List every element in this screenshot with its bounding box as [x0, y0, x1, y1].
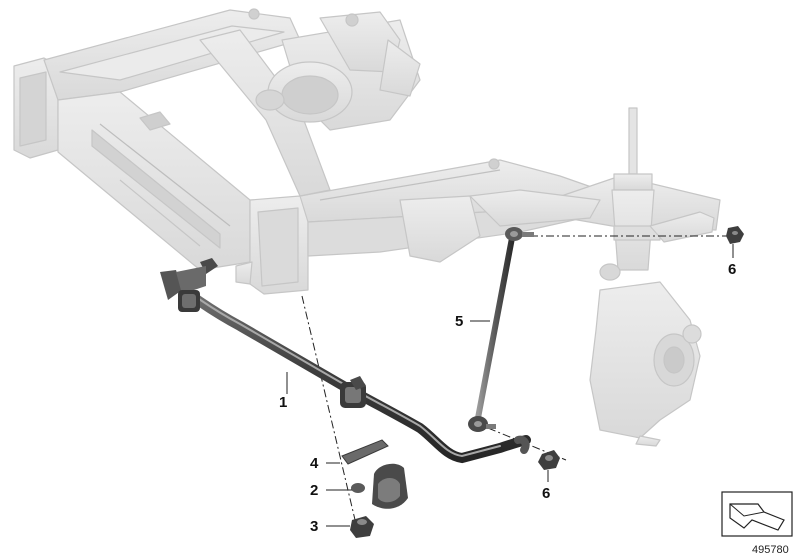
callout-6-bottom: 6 [542, 485, 551, 502]
bracket-strap [341, 439, 389, 465]
nut-right-top [726, 226, 744, 244]
nut-left [350, 516, 374, 538]
callout-4: 4 [310, 455, 319, 472]
callout-2: 2 [310, 482, 319, 499]
strut-and-steering-knuckle [589, 107, 715, 447]
callout-3: 3 [310, 518, 319, 535]
callout-5: 5 [455, 313, 464, 330]
callout-6-top: 6 [728, 261, 737, 278]
rubber-mount [351, 463, 408, 509]
nut-right-bottom [538, 450, 560, 470]
front-axle-subframe [13, 8, 721, 295]
leader-lines [286, 244, 734, 527]
callout-1: 1 [279, 394, 288, 411]
stabilizer-link [468, 227, 534, 432]
orientation-arrow-icon [721, 491, 793, 537]
stabilizer-bar [160, 258, 531, 464]
document-number: 495780 [752, 544, 789, 556]
